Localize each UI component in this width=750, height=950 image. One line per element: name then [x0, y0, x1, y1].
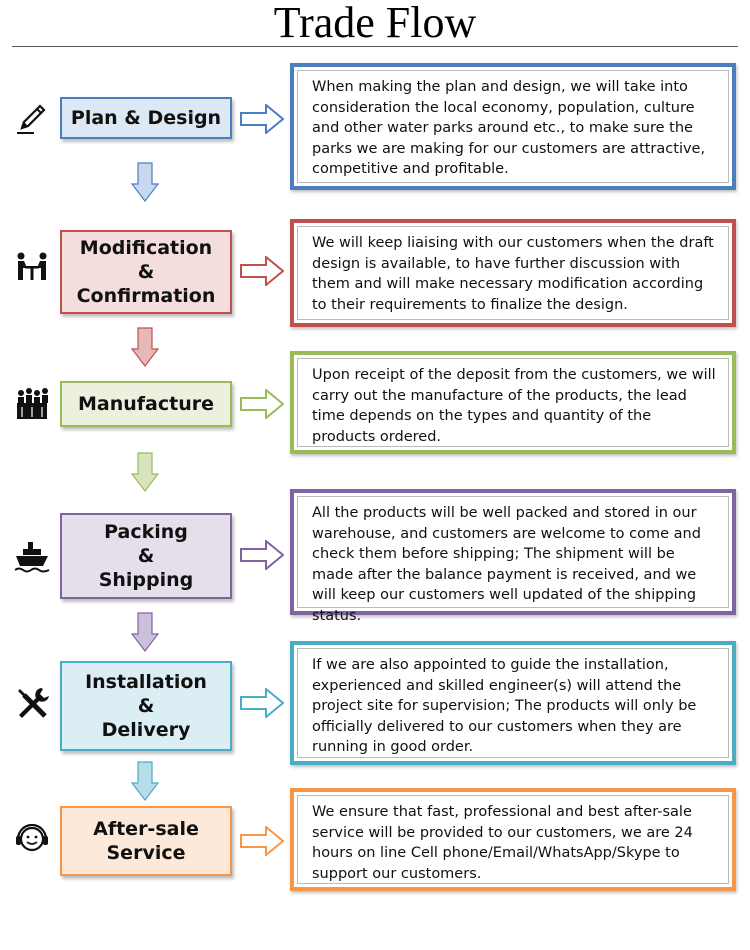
step-description-text: When making the plan and design, we will… [297, 70, 729, 183]
step-description-text: We will keep liaising with our customers… [297, 226, 729, 320]
step-description: We ensure that fast, professional and be… [290, 788, 736, 891]
step-label-line: Confirmation [76, 285, 216, 307]
step-label: Manufacture [60, 381, 232, 427]
step-description-text: If we are also appointed to guide the in… [297, 648, 729, 758]
right-arrow-icon [240, 540, 284, 570]
step-label-line: Plan & Design [70, 107, 222, 129]
step-description: When making the plan and design, we will… [290, 63, 736, 190]
right-arrow-icon [240, 389, 284, 419]
step-description: If we are also appointed to guide the in… [290, 641, 736, 765]
step-label-line: Modification [79, 237, 213, 259]
step-label-line: & [137, 545, 155, 567]
step-label: Installation & Delivery [60, 661, 232, 751]
step-description: Upon receipt of the deposit from the cus… [290, 351, 736, 454]
step-label-line: Packing [104, 521, 188, 543]
ship-icon [14, 542, 50, 573]
step-label: Plan & Design [60, 97, 232, 139]
step-label-line: & [137, 261, 155, 283]
step-label-line: Shipping [98, 569, 194, 591]
down-arrow-icon [131, 761, 159, 801]
down-arrow-icon [131, 612, 159, 652]
factory-workers-icon [17, 388, 48, 419]
step-label-line: Installation [85, 671, 207, 693]
meeting-icon [17, 252, 47, 280]
step-label-line: Service [106, 842, 186, 864]
tools-icon [18, 688, 49, 718]
step-label-line: Manufacture [78, 393, 214, 415]
title-divider [12, 46, 738, 47]
step-description-text: Upon receipt of the deposit from the cus… [297, 358, 729, 447]
step-label-line: After-sale [93, 818, 199, 840]
right-arrow-icon [240, 826, 284, 856]
page-title: Trade Flow [273, 0, 477, 47]
down-arrow-icon [131, 327, 159, 367]
step-description-text: We ensure that fast, professional and be… [297, 795, 729, 884]
step-label: After-sale Service [60, 806, 232, 876]
down-arrow-icon [131, 452, 159, 492]
step-label: Modification & Confirmation [60, 230, 232, 314]
step-description-text: All the products will be well packed and… [297, 496, 729, 624]
right-arrow-icon [240, 104, 284, 134]
step-label-line: Delivery [101, 719, 191, 741]
step-label: Packing & Shipping [60, 513, 232, 599]
step-description: All the products will be well packed and… [290, 489, 736, 624]
right-arrow-icon [240, 256, 284, 286]
step-description: We will keep liaising with our customers… [290, 219, 736, 327]
headset-support-icon [16, 823, 48, 852]
step-label-line: & [137, 695, 155, 717]
pencil-icon [17, 104, 46, 134]
right-arrow-icon [240, 688, 284, 718]
down-arrow-icon [131, 162, 159, 202]
